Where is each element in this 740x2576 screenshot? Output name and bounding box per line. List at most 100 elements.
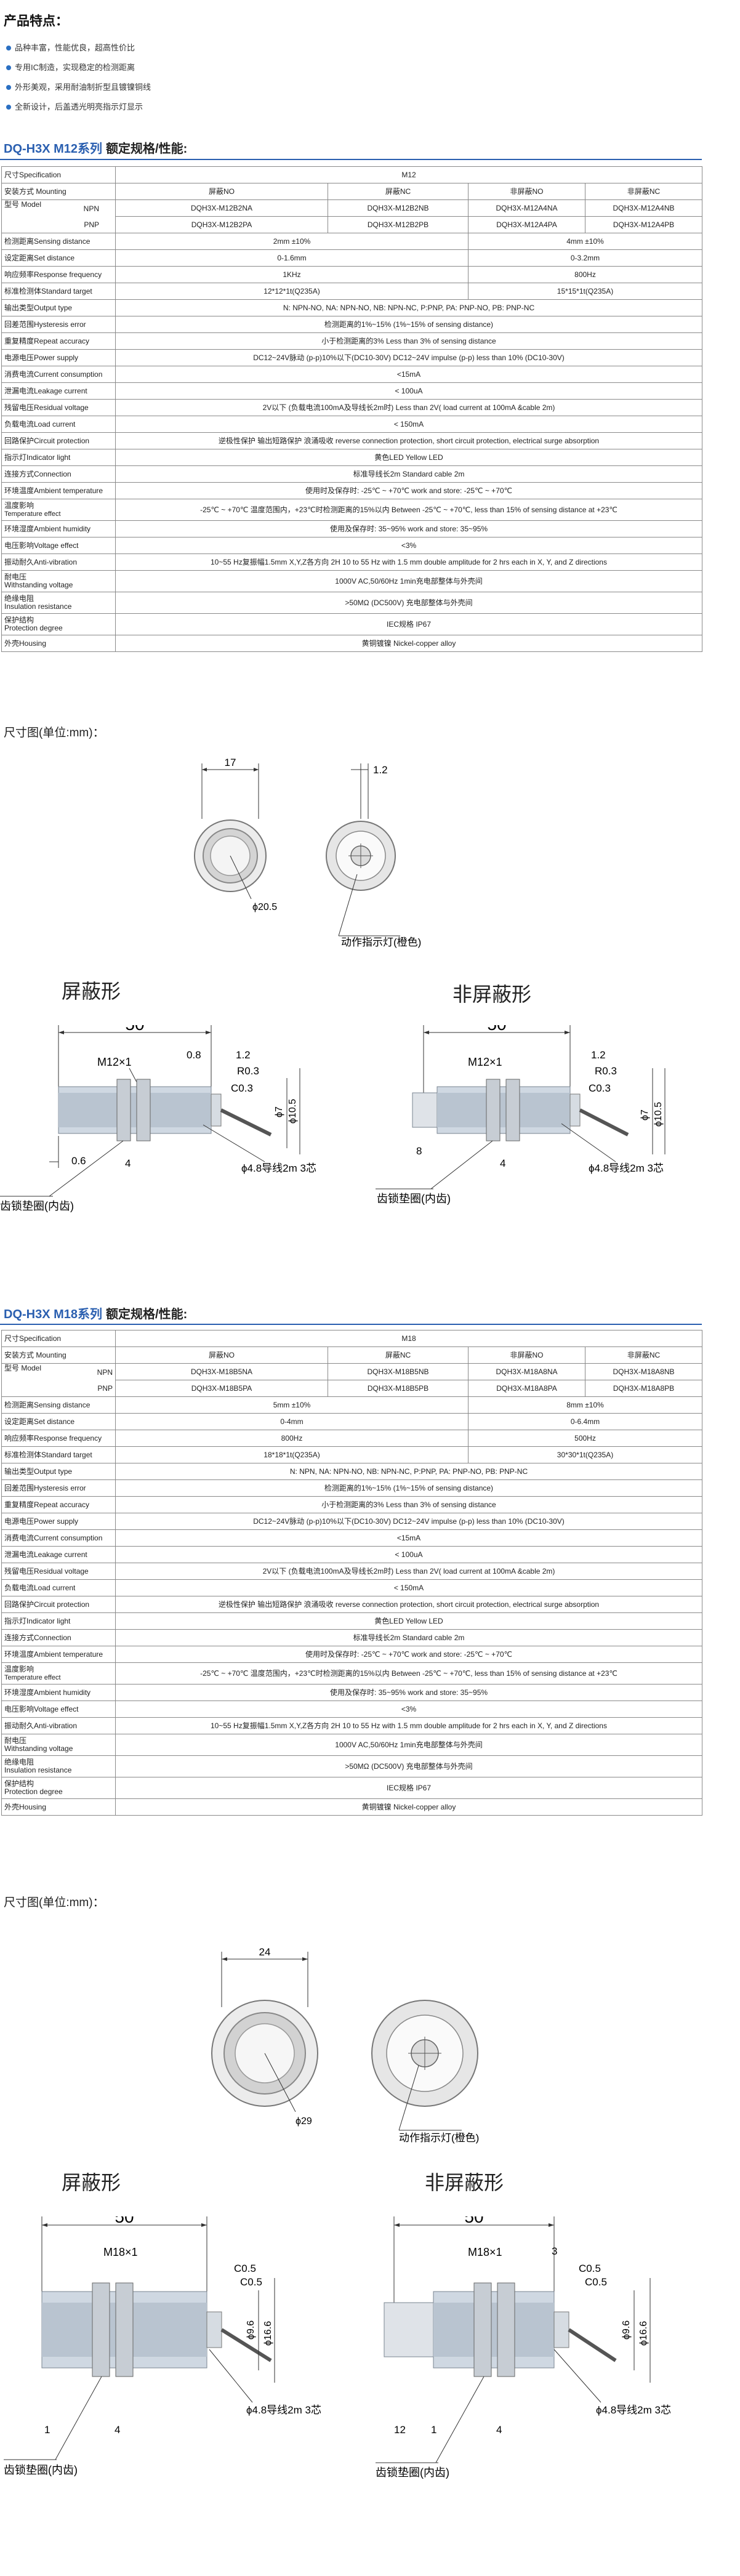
dim-c0-3: C0.3 <box>231 1082 253 1094</box>
m18-section-title: DQ-H3X M18系列额定规格/性能: <box>4 1308 188 1321</box>
dim-50: 50 <box>125 1025 144 1034</box>
dim-1-2: 1.2 <box>591 1049 606 1061</box>
m12-dim-title: 尺寸图(单位:mm)： <box>4 727 105 739</box>
dim-1: 1 <box>44 2424 50 2436</box>
washer-note: 齿锁垫圈(内齿) <box>376 2466 449 2479</box>
m12-shielded-label: 屏蔽形 <box>62 980 121 1002</box>
table-row: 泄漏电流Leakage current< 100uA <box>1 1546 702 1563</box>
dim-d16-6: ϕ16.6 <box>263 2321 273 2346</box>
dim-d29: ϕ29 <box>296 2116 312 2127</box>
m18-title-rule <box>0 1324 702 1325</box>
dim-50: 50 <box>115 2216 134 2226</box>
feature-item: 品种丰富，性能优良，超高性价比 <box>4 38 435 58</box>
m18-unshielded-label: 非屏蔽形 <box>425 2171 504 2194</box>
dim-d16-6: ϕ16.6 <box>638 2321 649 2346</box>
dim-r0-3: R0.3 <box>237 1065 259 1077</box>
dim-4: 4 <box>496 2424 502 2436</box>
feature-item: 全新设计，后盖透光明亮指示灯显示 <box>4 97 435 117</box>
washer-note: 齿锁垫圈(内齿) <box>377 1193 451 1205</box>
features-list: 品种丰富，性能优良，超高性价比 专用IC制造，实现稳定的检测距离 外形美观，采用… <box>4 38 435 117</box>
m12-side-view-drawings: 50 M12×1 0.8 1.2 R0.3 C0.3 ϕ7 ϕ10.5 0.6 … <box>0 1025 666 1212</box>
dim-c0-5: C0.5 <box>234 2263 256 2274</box>
table-row: 电压影响Voltage effect<3% <box>1 1701 702 1718</box>
table-row: 消费电流Current consumption<15mA <box>1 366 702 383</box>
dim-1-2: 1.2 <box>236 1049 251 1061</box>
m12-unshielded-label: 非屏蔽形 <box>452 983 532 1005</box>
table-row: 负载电流Load current< 150mA <box>1 416 702 433</box>
m18-side-view-drawings: 50 M18×1 C0.5 C0.5 ϕ9.6 ϕ16.6 1 4 ϕ4.8导线… <box>4 2216 671 2479</box>
features-section: 产品特点： 品种丰富，性能优良，超高性价比 专用IC制造，实现稳定的检测距离 外… <box>4 11 435 117</box>
cable-note: ϕ4.8导线2m 3芯 <box>246 2404 321 2416</box>
m12-section-title: DQ-H3X M12系列额定规格/性能: <box>4 142 188 156</box>
cable-note: ϕ4.8导线2m 3芯 <box>241 1162 316 1174</box>
thread-label: M18×1 <box>468 2246 502 2258</box>
dim-50: 50 <box>464 2216 483 2226</box>
dim-1: 1 <box>431 2424 436 2436</box>
dim-0-6: 0.6 <box>71 1155 86 1167</box>
m12-end-view-drawings: 17 ϕ20.5 1.2 动作指示灯(橙色) <box>194 757 421 948</box>
dim-c0-5: C0.5 <box>579 2263 601 2274</box>
dim-d10-5: ϕ10.5 <box>653 1102 664 1127</box>
dim-0-8: 0.8 <box>187 1049 201 1061</box>
m12-title-rule <box>0 159 702 160</box>
washer-note: 齿锁垫圈(内齿) <box>4 2464 78 2476</box>
dim-8: 8 <box>416 1145 422 1157</box>
table-row: 泄漏电流Leakage current< 100uA <box>1 382 702 400</box>
dim-4: 4 <box>115 2424 120 2436</box>
dim-d9-6: ϕ9.6 <box>621 2320 632 2340</box>
dim-1-2: 1.2 <box>373 764 388 776</box>
washer-note: 齿锁垫圈(内齿) <box>0 1200 74 1212</box>
m18-unshielded-drawing: 50 M18×1 3 C0.5 C0.5 ϕ9.6 ϕ16.6 12 1 4 ϕ… <box>376 2216 671 2479</box>
dim-4: 4 <box>500 1157 505 1169</box>
dim-4: 4 <box>125 1157 131 1169</box>
dim-3: 3 <box>552 2245 557 2257</box>
dim-c0-5: C0.5 <box>585 2276 607 2288</box>
indicator-note: 动作指示灯(橙色) <box>399 2132 479 2144</box>
m18-shielded-label: 屏蔽形 <box>62 2171 121 2194</box>
m18-shielded-drawing: 50 M18×1 C0.5 C0.5 ϕ9.6 ϕ16.6 1 4 ϕ4.8导线… <box>4 2216 321 2476</box>
cable-note: ϕ4.8导线2m 3芯 <box>596 2404 671 2416</box>
cable-note: ϕ4.8导线2m 3芯 <box>589 1162 664 1174</box>
dim-d9-6: ϕ9.6 <box>246 2320 256 2340</box>
m12-shielded-drawing: 50 M12×1 0.8 1.2 R0.3 C0.3 ϕ7 ϕ10.5 0.6 … <box>0 1025 316 1212</box>
dim-c0-3: C0.3 <box>589 1082 611 1094</box>
bullet-icon <box>6 65 11 70</box>
dim-r0-3: R0.3 <box>595 1065 617 1077</box>
m18-dim-title: 尺寸图(单位:mm)： <box>4 1896 105 1909</box>
